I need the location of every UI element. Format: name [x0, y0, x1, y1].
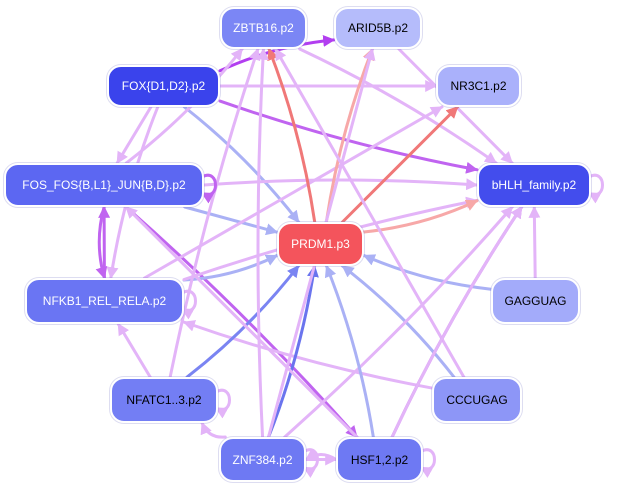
- node-label: FOS_FOS{B,L1}_JUN{B,D}.p2: [22, 178, 186, 192]
- node-zbtb16[interactable]: ZBTB16.p2: [220, 7, 307, 49]
- node-bhlh-family[interactable]: bHLH_family.p2: [477, 163, 591, 207]
- node-hsf1-2[interactable]: HSF1,2.p2: [336, 437, 423, 482]
- node-label: ZNF384.p2: [232, 452, 293, 467]
- self-loop-hsf12: [419, 448, 436, 478]
- node-label: FOX{D1,D2}.p2: [121, 79, 206, 93]
- edge-fox-to-fos: [115, 105, 153, 165]
- node-gagguag[interactable]: GAGGUAG: [491, 278, 580, 324]
- edge-znf384-to-nfatc1: [200, 421, 227, 439]
- edge-hsf12-to-fos: [124, 205, 359, 439]
- node-label: bHLH_family.p2: [491, 178, 577, 192]
- edge-nfatc1-to-zbtb16: [168, 47, 261, 379]
- edge-hsf12-to-znf384: [304, 448, 338, 461]
- node-nfkb1-rel-rela[interactable]: NFKB1_REL_RELA.p2: [25, 278, 184, 324]
- edge-hsf12-to-prdm1: [324, 264, 375, 439]
- edge-fos-to-zbtb16: [124, 47, 244, 165]
- self-loop-nfkb1: [180, 289, 197, 320]
- node-arid5b[interactable]: ARID5B.p2: [334, 7, 422, 49]
- node-label: ARID5B.p2: [347, 21, 409, 35]
- node-znf384[interactable]: ZNF384.p2: [219, 437, 306, 482]
- edge-fox-to-prdm1: [182, 105, 301, 224]
- edge-zbtb16-to-bhlh: [298, 47, 498, 165]
- edge-prdm1-to-zbtb16: [267, 47, 317, 224]
- node-label: NFKB1_REL_RELA.p2: [42, 294, 167, 308]
- edge-cccugag-to-zbtb16: [274, 47, 466, 379]
- node-label: ZBTB16.p2: [233, 21, 294, 35]
- node-label: NFATC1..3.p2: [126, 393, 202, 407]
- node-label: HSF1,2.p2: [350, 452, 409, 467]
- self-loop-bhlh: [587, 173, 604, 204]
- edge-gagguag-to-prdm1: [362, 254, 493, 291]
- node-label: PRDM1.p3: [291, 237, 350, 251]
- edge-nfkb1-to-prdm1: [182, 253, 279, 282]
- node-fox-d1-d2[interactable]: FOX{D1,D2}.p2: [107, 65, 220, 107]
- node-nfatc1-3[interactable]: NFATC1..3.p2: [110, 377, 218, 423]
- edge-prdm1-to-arid5b: [324, 47, 375, 224]
- node-prdm1[interactable]: PRDM1.p3: [277, 222, 364, 266]
- node-label: NR3C1.p2: [450, 79, 507, 93]
- edge-cccugag-to-prdm1: [341, 264, 456, 379]
- edge-znf384-to-bhlh: [283, 205, 514, 439]
- node-fos-jun[interactable]: FOS_FOS{B,L1}_JUN{B,D}.p2: [4, 163, 204, 207]
- self-loop-nfatc1: [214, 388, 231, 419]
- edge-hsf12-to-bhlh: [390, 205, 524, 439]
- edge-fos-to-prdm1: [183, 205, 279, 236]
- edge-fos-to-hsf12: [124, 205, 359, 439]
- edge-znf384-to-prdm1: [267, 264, 319, 439]
- edge-fos-to-bhlh: [202, 178, 479, 191]
- edge-prdm1-to-nr3c1: [341, 105, 459, 224]
- node-cccugag[interactable]: CCCUGAG: [432, 377, 522, 423]
- edge-cccugag-to-nfkb1: [182, 320, 434, 390]
- node-label: CCCUGAG: [446, 393, 508, 407]
- edge-gagguag-to-bhlh: [528, 205, 541, 280]
- edge-nfkb1-to-nr3c1: [143, 105, 444, 280]
- self-loop-fos: [200, 173, 217, 204]
- edge-nfatc1-to-nfkb1: [116, 322, 152, 379]
- edge-znf384-to-zbtb16: [256, 47, 269, 439]
- edge-prdm1-to-bhlh: [362, 199, 479, 234]
- node-nr3c1[interactable]: NR3C1.p2: [436, 65, 521, 107]
- self-loop-znf384: [302, 448, 319, 478]
- node-label: GAGGUAG: [504, 294, 567, 308]
